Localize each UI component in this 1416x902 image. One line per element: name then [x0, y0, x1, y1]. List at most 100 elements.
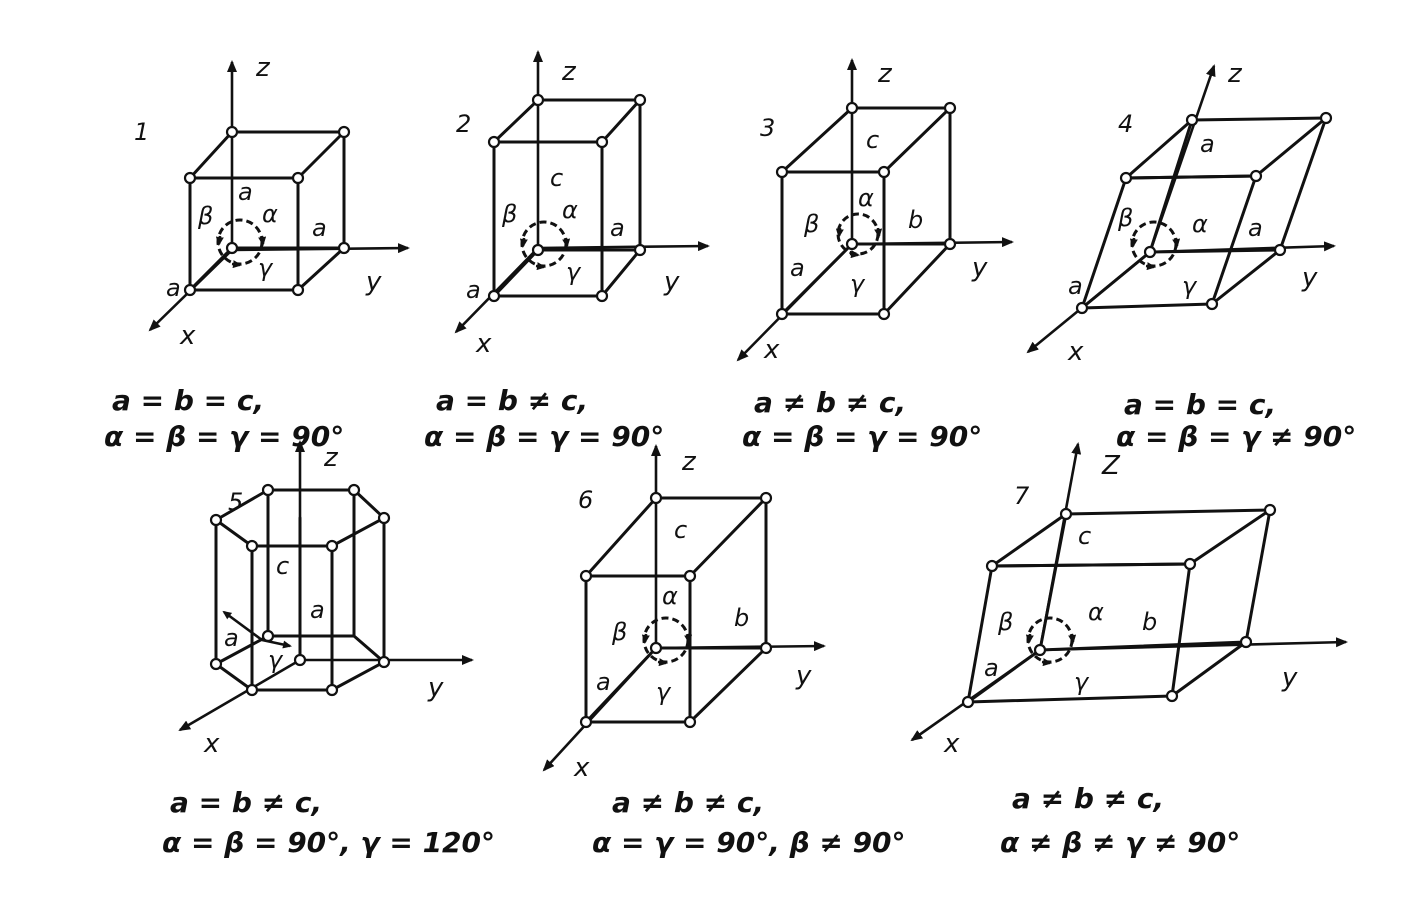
angle-circle — [1129, 220, 1181, 271]
angle-alpha: α — [662, 582, 678, 610]
edge-label-a: a — [596, 668, 611, 696]
x-label: x — [763, 335, 780, 365]
angle-gamma: γ — [1182, 272, 1198, 300]
lattice-nodes — [209, 483, 391, 697]
y-label: y — [1301, 263, 1318, 293]
y-label: y — [1281, 663, 1298, 693]
y-axis — [537, 241, 710, 252]
edge-label-a: a — [466, 276, 481, 304]
lattice-7: 7 Z y x c α b β a γ a ≠ b ≠ c, α ≠ β ≠ γ… — [910, 442, 1348, 859]
angle-beta: β — [803, 210, 819, 238]
lattice-1: 1 z y x a a a α β γ a = b = c, α = β = γ… — [104, 53, 410, 453]
condition-line-1: a = b = c, — [1124, 388, 1276, 421]
angle-gamma: γ — [656, 678, 672, 706]
condition-line-2: α = β = γ = 90° — [742, 420, 982, 453]
lattice-4: 4 z y x a a a α β γ a = b = c, α = β = γ… — [1026, 59, 1356, 453]
lattice-nodes — [183, 125, 351, 297]
z-label: z — [323, 443, 339, 473]
angle-beta: β — [501, 200, 517, 228]
condition-line-2: α = β = γ = 90° — [424, 420, 664, 453]
condition-line-2: α ≠ β ≠ γ ≠ 90° — [1000, 826, 1240, 859]
angle-alpha: α — [562, 196, 578, 224]
edge-label-a: a — [224, 624, 239, 652]
angle-gamma: γ — [1074, 668, 1090, 696]
condition-line-2: α = γ = 90°, β ≠ 90° — [592, 826, 906, 859]
condition-line-1: a ≠ b ≠ c, — [612, 786, 764, 819]
z-label: z — [561, 57, 577, 87]
lattice-6: 6 z y x c α b β a γ a ≠ b ≠ c, α = γ = 9… — [542, 444, 906, 859]
angle-alpha: α — [262, 200, 278, 228]
z-label: z — [255, 53, 271, 83]
x-label: x — [203, 729, 220, 759]
edge-label-a: a — [166, 274, 181, 302]
angle-gamma: γ — [850, 270, 866, 298]
edge-label-a: a — [1200, 130, 1215, 158]
angle-alpha: α — [1192, 210, 1208, 238]
lattice-number: 6 — [578, 486, 593, 514]
condition-line-1: a ≠ b ≠ c, — [1012, 782, 1164, 815]
x-label: x — [475, 329, 492, 359]
angle-gamma: γ — [268, 646, 284, 674]
lattice-nodes — [487, 93, 647, 303]
edge-label-c: c — [674, 516, 687, 544]
angle-circle — [835, 212, 883, 259]
angle-alpha: α — [1088, 598, 1104, 626]
edge-label-a: a — [1068, 272, 1083, 300]
edge-label-c: c — [866, 126, 879, 154]
lattice-number: 5 — [228, 488, 243, 516]
x-label: x — [573, 753, 590, 783]
lattice-nodes — [1075, 111, 1333, 315]
condition-line-1: a = b = c, — [112, 384, 264, 417]
edge-label-a: a — [310, 596, 325, 624]
lattice-5: 5 z y x c a a γ a = b ≠ c, α = β = 90°, … — [162, 440, 495, 859]
condition-line-2: α = β = 90°, γ = 120° — [162, 826, 495, 859]
z-label: z — [1227, 59, 1243, 89]
condition-line-1: a = b ≠ c, — [170, 786, 322, 819]
y-label: y — [971, 253, 988, 283]
x-label: x — [943, 729, 960, 759]
x-label: x — [1067, 337, 1084, 367]
x-label: x — [179, 321, 196, 351]
edge-label-a: a — [984, 654, 999, 682]
z-label: Z — [1101, 451, 1121, 481]
angle-gamma: γ — [566, 258, 582, 286]
lattice-number: 4 — [1118, 110, 1133, 138]
angle-gamma: γ — [258, 254, 274, 282]
lattice-number: 3 — [760, 114, 775, 142]
angle-circle — [519, 220, 571, 271]
edge-label-c: c — [550, 164, 563, 192]
angle-alpha: α — [858, 184, 874, 212]
x-axis — [454, 247, 539, 334]
y-label: y — [427, 673, 444, 703]
lattice-2: 2 z y x c a a α β γ a = b ≠ c, α = β = γ… — [424, 50, 710, 453]
lattice-number: 1 — [134, 118, 149, 146]
lattice-number: 2 — [456, 110, 471, 138]
y-label: y — [365, 267, 382, 297]
angle-arrows — [222, 610, 292, 649]
angle-circle — [641, 616, 693, 667]
edge-label-a: a — [238, 178, 253, 206]
edge-label-a: a — [1248, 214, 1263, 242]
z-label: z — [877, 59, 893, 89]
angle-beta: β — [1117, 204, 1133, 232]
condition-line-2: α = β = γ = 90° — [104, 420, 344, 453]
angle-beta: β — [197, 202, 213, 230]
condition-line-1: a = b ≠ c, — [436, 384, 588, 417]
unit-cell-edges — [966, 508, 1272, 704]
edge-label-c: c — [276, 552, 289, 580]
lattice-number: 7 — [1014, 482, 1030, 510]
condition-line-1: a ≠ b ≠ c, — [754, 386, 906, 419]
x-axis — [178, 658, 301, 732]
edge-label-b: b — [734, 604, 749, 632]
y-label: y — [663, 267, 680, 297]
edge-label-a: a — [610, 214, 625, 242]
angle-circle — [1025, 616, 1077, 667]
edge-label-c: c — [1078, 522, 1091, 550]
lattice-nodes — [775, 101, 957, 321]
angle-beta: β — [611, 618, 627, 646]
condition-line-2: α = β = γ ≠ 90° — [1116, 420, 1356, 453]
edge-label-a: a — [312, 214, 327, 242]
edge-label-b: b — [908, 206, 923, 234]
edge-label-b: b — [1142, 608, 1157, 636]
